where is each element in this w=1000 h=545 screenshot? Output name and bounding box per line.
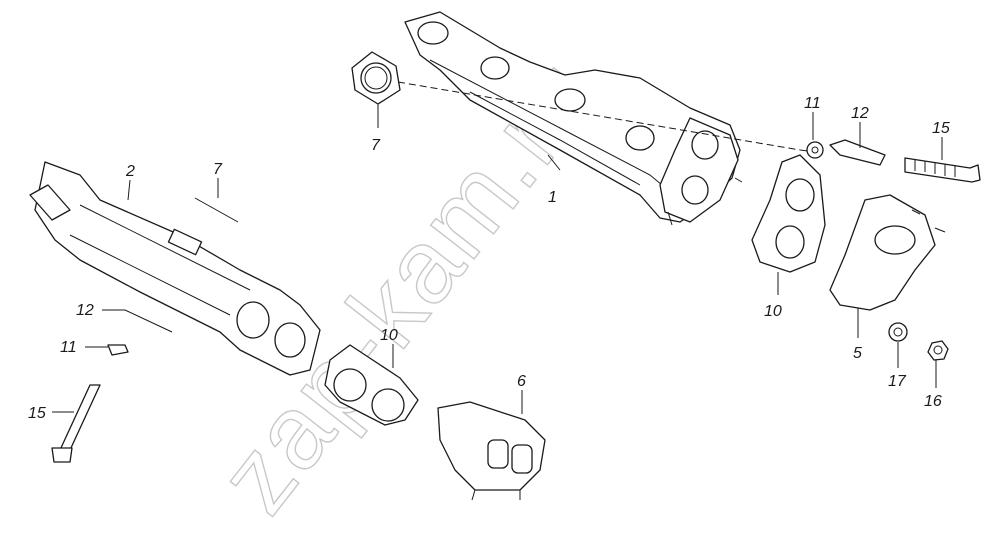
callout-2: 2 — [125, 163, 135, 180]
part-10-gasket-right — [751, 154, 826, 273]
callout-15-left: 15 — [28, 405, 46, 422]
part-15-bolt-right — [904, 157, 981, 183]
callout-10-right: 10 — [764, 303, 782, 320]
part-11-washer-left — [107, 344, 129, 356]
part-15-bolt-left — [51, 384, 101, 463]
part-16-nut — [927, 340, 949, 361]
part-5-outlet-elbow — [829, 194, 946, 311]
alignment-line-top — [397, 81, 801, 151]
part-10-gasket-left — [324, 344, 419, 426]
callout-17: 17 — [888, 373, 907, 390]
part-17-washer — [888, 322, 908, 342]
part-12-plate-right — [829, 139, 886, 166]
callout-16: 16 — [924, 393, 942, 410]
callout-1: 1 — [548, 189, 557, 206]
callout-11-left: 11 — [60, 339, 77, 356]
callout-6: 6 — [517, 373, 526, 390]
callout-15-right: 15 — [932, 120, 950, 137]
part-7-gasket-left — [194, 197, 239, 223]
callout-12-right: 12 — [851, 105, 869, 122]
part-6-flange-connector — [437, 401, 546, 501]
callout-10-left: 10 — [380, 327, 398, 344]
callout-11-right: 11 — [804, 95, 821, 112]
callout-12-left: 12 — [76, 302, 94, 319]
part-12-plate-left — [124, 309, 173, 333]
part-11-washer-right — [806, 141, 824, 159]
callout-7-top: 7 — [371, 137, 381, 154]
callout-5: 5 — [853, 345, 862, 362]
part-1-exhaust-manifold — [404, 11, 743, 226]
part-7-gasket-top — [351, 51, 401, 105]
part-2-manifold-tube — [29, 161, 321, 376]
callout-7-left: 7 — [213, 161, 223, 178]
callout-labels: 1 2 7 7 10 6 11 12 15 10 5 17 16 12 11 1… — [28, 95, 950, 422]
leader-lines — [52, 104, 943, 414]
